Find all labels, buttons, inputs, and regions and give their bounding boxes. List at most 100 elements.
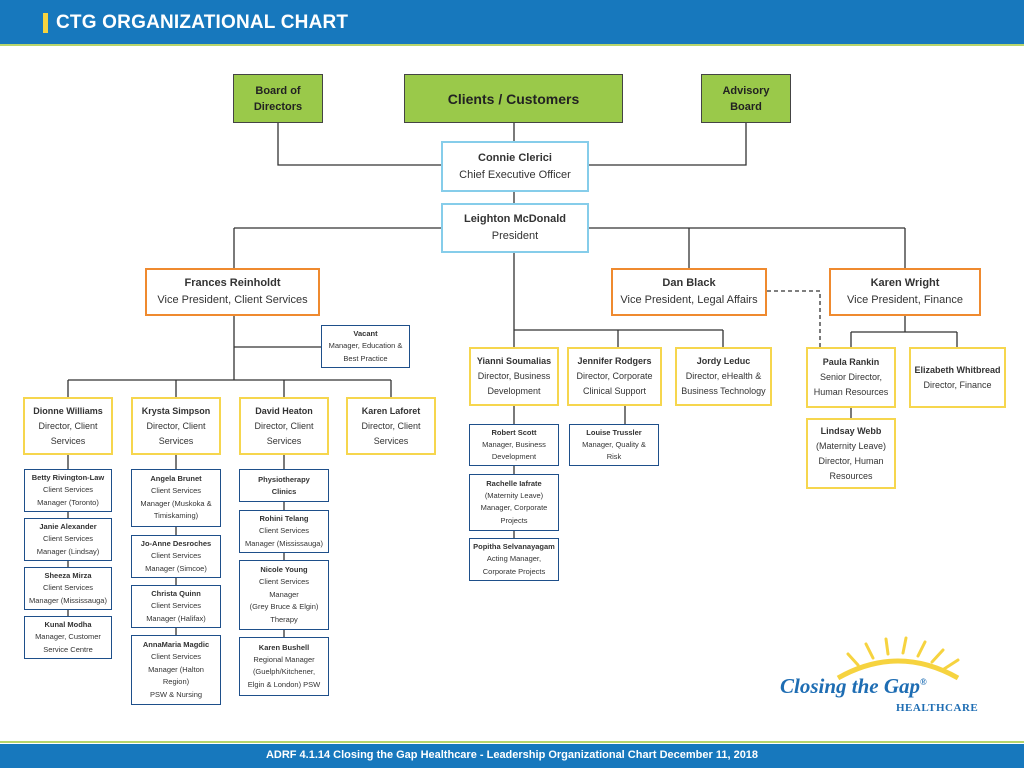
closing-the-gap-logo: Closing the Gap® HEALTHCARE (778, 636, 978, 722)
header-accent-bar (43, 13, 48, 33)
manager-rohini-box: Rohini Telang Client Services Manager (M… (239, 510, 329, 553)
director-title-2: Director, Human (818, 455, 884, 466)
footer-rule (0, 741, 1024, 743)
page-title: CTG ORGANIZATIONAL CHART (56, 12, 349, 33)
manager-name: Popitha Selvanayagam (473, 542, 555, 551)
manager-title-2: Manager (269, 589, 299, 599)
vp-client-title: Vice President, Client Services (157, 294, 308, 306)
manager-title-3: Projects (500, 515, 528, 525)
director-karen-laforet-box: Karen Laforet Director, Client Services (346, 397, 436, 455)
manager-name: Kunal Modha (44, 620, 92, 629)
board-line-1: Board of (255, 84, 301, 97)
manager-title-2: Service Centre (43, 644, 93, 654)
manager-title-3: Timiskaming) (153, 511, 199, 521)
director-title-1: (Maternity Leave) (815, 440, 887, 451)
manager-angela-box: Angela Brunet Client Services Manager (M… (131, 469, 221, 527)
vp-legal-name: Dan Black (662, 277, 716, 289)
director-name: Karen Laforet (361, 405, 421, 416)
director-name: Jennifer Rodgers (577, 356, 652, 366)
director-title-2: Clinical Support (582, 386, 647, 396)
manager-name: Louise Trussler (586, 427, 642, 437)
manager-title-3: (Grey Bruce & Elgin) (249, 602, 319, 611)
director-name: Yianni Soumalias (476, 356, 552, 366)
manager-joanne-box: Jo-Anne Desroches Client Services Manage… (131, 535, 221, 578)
manager-title-1: Manager, Customer (35, 632, 101, 641)
manager-name: Sheeza Mirza (44, 571, 92, 580)
director-name: Jordy Leduc (696, 356, 751, 366)
vp-legal-title: Vice President, Legal Affairs (620, 294, 758, 306)
director-title-1: Director, Client (38, 420, 98, 431)
director-name: Dionne Williams (33, 405, 103, 416)
manager-name: Rohini Telang (259, 514, 309, 523)
director-title-1: Senior Director, (819, 372, 883, 382)
manager-sheeza-box: Sheeza Mirza Client Services Manager (Mi… (24, 567, 112, 610)
manager-title-1: Regional Manager (253, 654, 315, 664)
footer-text: ADRF 4.1.14 Closing the Gap Healthcare -… (265, 749, 759, 761)
manager-name: Nicole Young (260, 565, 308, 574)
vp-client-services-box: Frances Reinholdt Vice President, Client… (145, 268, 320, 316)
vp-client-name: Frances Reinholdt (184, 277, 281, 289)
manager-name: AnnaMaria Magdic (142, 640, 210, 649)
director-title-1: Director, Client (361, 420, 421, 431)
manager-name: Karen Bushell (258, 642, 310, 652)
director-title-1: Director, Finance (923, 379, 992, 390)
manager-title-1: Client Services (150, 652, 202, 661)
manager-title-2: Risk (606, 452, 622, 461)
director-title-2: Services (50, 435, 86, 446)
manager-title-2: Manager (Lindsay) (36, 546, 100, 556)
manager-title-1: Manager, Business (482, 439, 546, 449)
vp-finance-box: Karen Wright Vice President, Finance (829, 268, 981, 316)
manager-title-2: Manager (Toronto) (37, 497, 99, 507)
director-name: David Heaton (255, 405, 313, 416)
manager-janie-box: Janie Alexander Client Services Manager … (24, 518, 112, 561)
manager-title-1: Client Services (258, 577, 310, 586)
director-title-1: Director, Client (146, 420, 206, 431)
manager-name: Jo-Anne Desroches (140, 539, 212, 548)
manager-name: Christa Quinn (151, 589, 201, 598)
clients-customers-box: Clients / Customers (404, 74, 623, 123)
manager-title-2: Manager (Halton (148, 664, 204, 674)
advisory-board-box: Advisory Board (701, 74, 791, 123)
president-title: President (491, 230, 539, 242)
manager-popitha-box: Popitha Selvanayagam Acting Manager, Cor… (469, 538, 559, 581)
manager-louise-box: Louise Trussler Manager, Quality & Risk (569, 424, 659, 466)
ceo-title: Chief Executive Officer (459, 168, 571, 181)
director-paula-box: Paula Rankin Senior Director, Human Reso… (806, 347, 896, 408)
manager-name: Janie Alexander (39, 522, 97, 531)
manager-title-2: Manager (Simcoe) (145, 563, 207, 573)
manager-robert-box: Robert Scott Manager, Business Developme… (469, 424, 559, 466)
logo-subtitle: HEALTHCARE (896, 702, 979, 714)
vp-legal-affairs-box: Dan Black Vice President, Legal Affairs (611, 268, 767, 316)
director-elizabeth-box: Elizabeth Whitbread Director, Finance (909, 347, 1006, 408)
director-name: Elizabeth Whitbread (914, 364, 1001, 375)
director-dionne-box: Dionne Williams Director, Client Service… (23, 397, 113, 455)
vacant-title-2: Best Practice (343, 353, 388, 363)
manager-title-1: Client Services (42, 583, 94, 592)
director-david-box: David Heaton Director, Client Services (239, 397, 329, 455)
ceo-name: Connie Clerici (478, 151, 552, 164)
header-bar: CTG ORGANIZATIONAL CHART (0, 0, 1024, 44)
board-of-directors-box: Board of Directors (233, 74, 323, 123)
manager-title-1: Client Services (150, 601, 202, 610)
manager-title-2: Manager (Halifax) (146, 613, 206, 623)
director-yianni-box: Yianni Soumalias Director, Business Deve… (469, 347, 559, 406)
manager-title-3: Region) (162, 677, 190, 686)
manager-title-3: Elgin & London) PSW (247, 679, 321, 689)
director-title-2: Development (487, 386, 541, 396)
manager-title-4: Therapy (270, 614, 298, 624)
manager-title-1: (Maternity Leave) (484, 490, 544, 500)
logo-registered-mark: ® (920, 677, 927, 687)
manager-title-2: Manager (Muskoka & (140, 498, 212, 508)
president-name: Leighton McDonald (463, 213, 567, 225)
manager-title-1: Client Services (42, 485, 94, 494)
board-line-2: Directors (253, 100, 303, 113)
vacant-title-1: Manager, Education & (328, 341, 403, 350)
manager-title-1: Client Services (150, 551, 202, 560)
president-box: Leighton McDonald President (441, 203, 589, 253)
footer-bar: ADRF 4.1.14 Closing the Gap Healthcare -… (0, 744, 1024, 768)
manager-title-1: Client Services (258, 526, 310, 535)
manager-title-1: Acting Manager, (486, 554, 542, 563)
manager-christa-box: Christa Quinn Client Services Manager (H… (131, 585, 221, 628)
manager-title-1: Client Services (42, 534, 94, 543)
director-name: Krysta Simpson (141, 405, 211, 416)
